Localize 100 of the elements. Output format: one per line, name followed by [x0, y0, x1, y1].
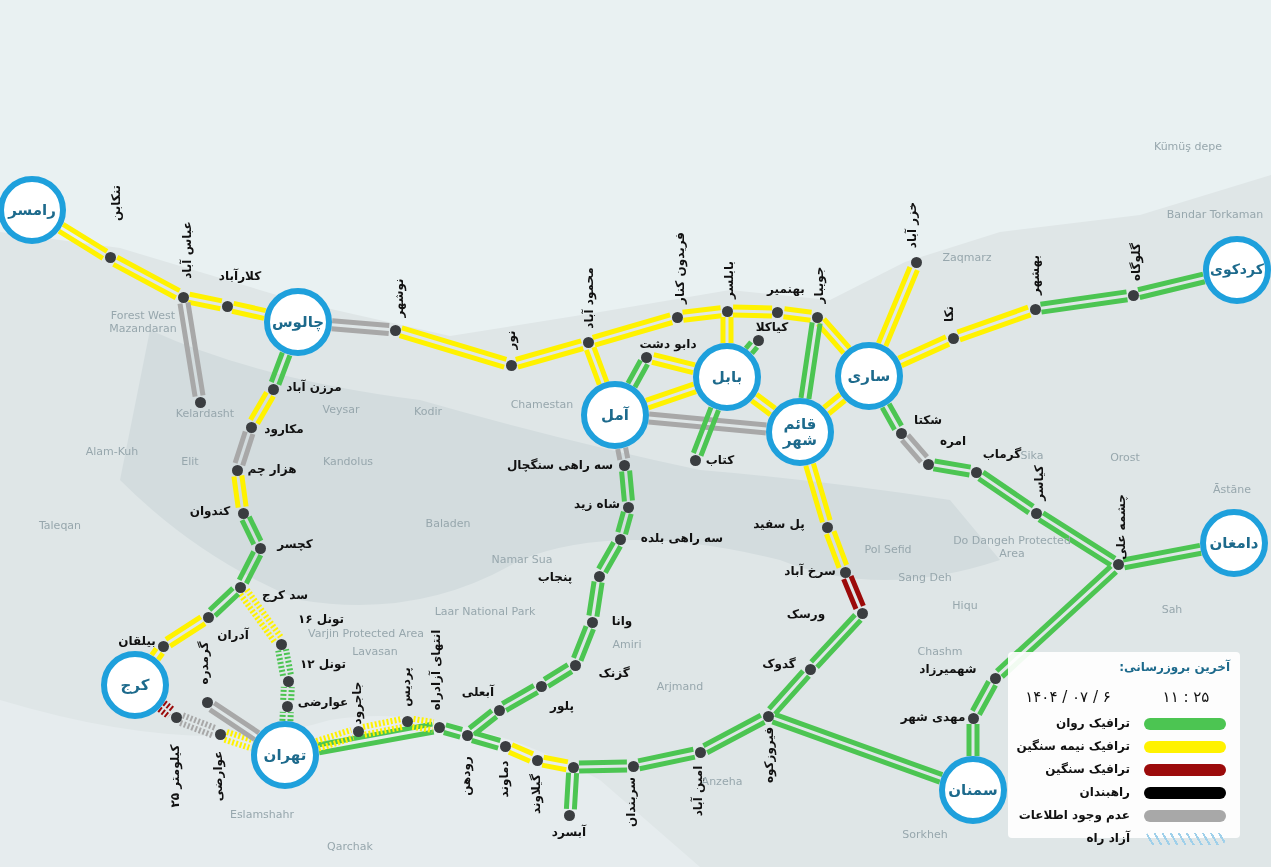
place-name: وانا [611, 615, 633, 629]
place-name: ورسک [786, 608, 826, 622]
map-place-name: Pol Sefid [864, 543, 912, 557]
road-line-pair [1036, 510, 1118, 568]
road-line-pair [743, 339, 760, 356]
road-line-pair [596, 539, 623, 576]
freeway-line-pair [275, 646, 294, 679]
road-line-pair [563, 770, 580, 812]
map-place-name: Āstāne [1212, 483, 1252, 497]
road-line-pair [1120, 542, 1204, 571]
road-line-pair [798, 319, 823, 402]
place-name: تنکابن [110, 184, 124, 222]
road-line-pair [513, 338, 586, 370]
road-line-pair [720, 314, 734, 346]
road-line-pair [766, 668, 812, 717]
road-line-pair [466, 708, 500, 737]
road-line-pair [499, 683, 541, 713]
place-name: محمود آباد [583, 267, 597, 329]
place-name: فیروزکوه [763, 726, 777, 784]
place-name: گدوک [762, 658, 796, 672]
map-place-name: Kelardasht [175, 407, 235, 421]
place-name: کندوان [189, 505, 231, 519]
place-name: آدران [217, 629, 249, 643]
legend-title: آخرین بروزرسانی: [1119, 660, 1230, 674]
road-line-pair [590, 312, 675, 348]
road-line-pair [56, 221, 110, 261]
freeway-line-pair [360, 716, 405, 738]
road-line-pair [469, 730, 503, 751]
map-place-name: Bandar Torkaman [1165, 208, 1265, 222]
place-name: مرزن آباد [286, 381, 342, 395]
road-line-pair [576, 759, 630, 774]
legend-label: عدم وجود اطلاعات [1018, 808, 1130, 822]
legend-label: ترافیک نیمه سنگین [1016, 739, 1130, 753]
map-place-name: Alam-Kuh [85, 445, 139, 459]
map-place-name: Do Dangeh Protected Area [952, 535, 1072, 561]
road-line-pair [236, 549, 264, 586]
place-name: سرخ آباد [784, 565, 836, 579]
road-line-pair [185, 291, 225, 312]
place-name: فریدون کنار [674, 232, 688, 304]
place-name: تونل ۱۶ [297, 613, 345, 627]
place-name: مکارود [264, 423, 304, 437]
place-name: بابلسر [723, 260, 737, 300]
place-name: پلور [550, 700, 574, 714]
place-name: نکا [943, 306, 957, 322]
map-place-name: Arjmand [656, 680, 704, 694]
road-line-pair [586, 578, 605, 620]
road-line-pair [541, 662, 575, 689]
freeway-line-pair [409, 716, 437, 733]
place-name: دماوند [498, 760, 512, 798]
place-name: بهشهر [1029, 255, 1043, 295]
map-place-name: Orost [1110, 451, 1140, 465]
map-place-name: Hiqu [952, 599, 978, 613]
road-line-pair [397, 325, 509, 370]
place-name: کلارآباد [218, 270, 262, 284]
road-line-pair [1037, 289, 1131, 315]
freeway-line-pair [156, 699, 177, 720]
road-line-pair [808, 612, 864, 670]
map-place-name: Varjin Protected Area [307, 627, 425, 641]
map-place-name: Kandolus [322, 455, 374, 469]
place-name: سربندان [625, 777, 639, 827]
road-line-pair [207, 585, 241, 619]
road-line-pair [615, 509, 634, 537]
freeway-line-pair [313, 727, 357, 752]
road-line-pair [315, 721, 437, 756]
road-line-pair [976, 469, 1036, 516]
place-name: شهمیرزاد [919, 663, 977, 677]
legend-label: ترافیک روان [1055, 716, 1130, 730]
place-name: عباس آباد [181, 221, 195, 279]
road-line-pair [700, 712, 768, 756]
place-name: مهدی شهر [900, 711, 966, 725]
place-name: پل سفید [753, 518, 805, 532]
place-name: چشمه علی [1115, 494, 1129, 560]
map-place-name: Sah [1161, 603, 1183, 617]
road-line-pair [619, 468, 635, 504]
road-line-pair [207, 700, 262, 742]
place-name: خزر آباد [906, 201, 920, 249]
place-name: گزنک [598, 667, 630, 681]
map-place-name: Eslamshahr [229, 808, 295, 822]
place-name: کیاکلا [755, 321, 789, 335]
map-place-name: Baladen [425, 517, 471, 531]
map-place-name: Chamestan [510, 398, 574, 412]
road-line-pair [899, 432, 930, 465]
road-line-pair [769, 711, 945, 785]
freeway-line-pair [177, 712, 219, 739]
road-line-pair [163, 614, 208, 649]
place-name: هزار چم [247, 463, 297, 477]
road-line-pair [248, 389, 276, 427]
place-name: کیلومتر ۲۵ [169, 744, 183, 808]
map-place-name: Zaqmarz [942, 251, 992, 265]
map-place-name: Kümüş depe [1153, 140, 1223, 154]
road-line-pair [994, 563, 1119, 680]
place-name: نور [505, 330, 519, 350]
road-line-pair [506, 742, 536, 764]
road-line-pair [879, 401, 905, 433]
freeway-line-pair [237, 586, 284, 645]
road-line-pair [821, 391, 848, 417]
road-line-pair [966, 721, 980, 759]
road-line-pair [649, 352, 698, 376]
place-name: گرماب [982, 448, 1022, 462]
road-line-pair [930, 458, 974, 478]
